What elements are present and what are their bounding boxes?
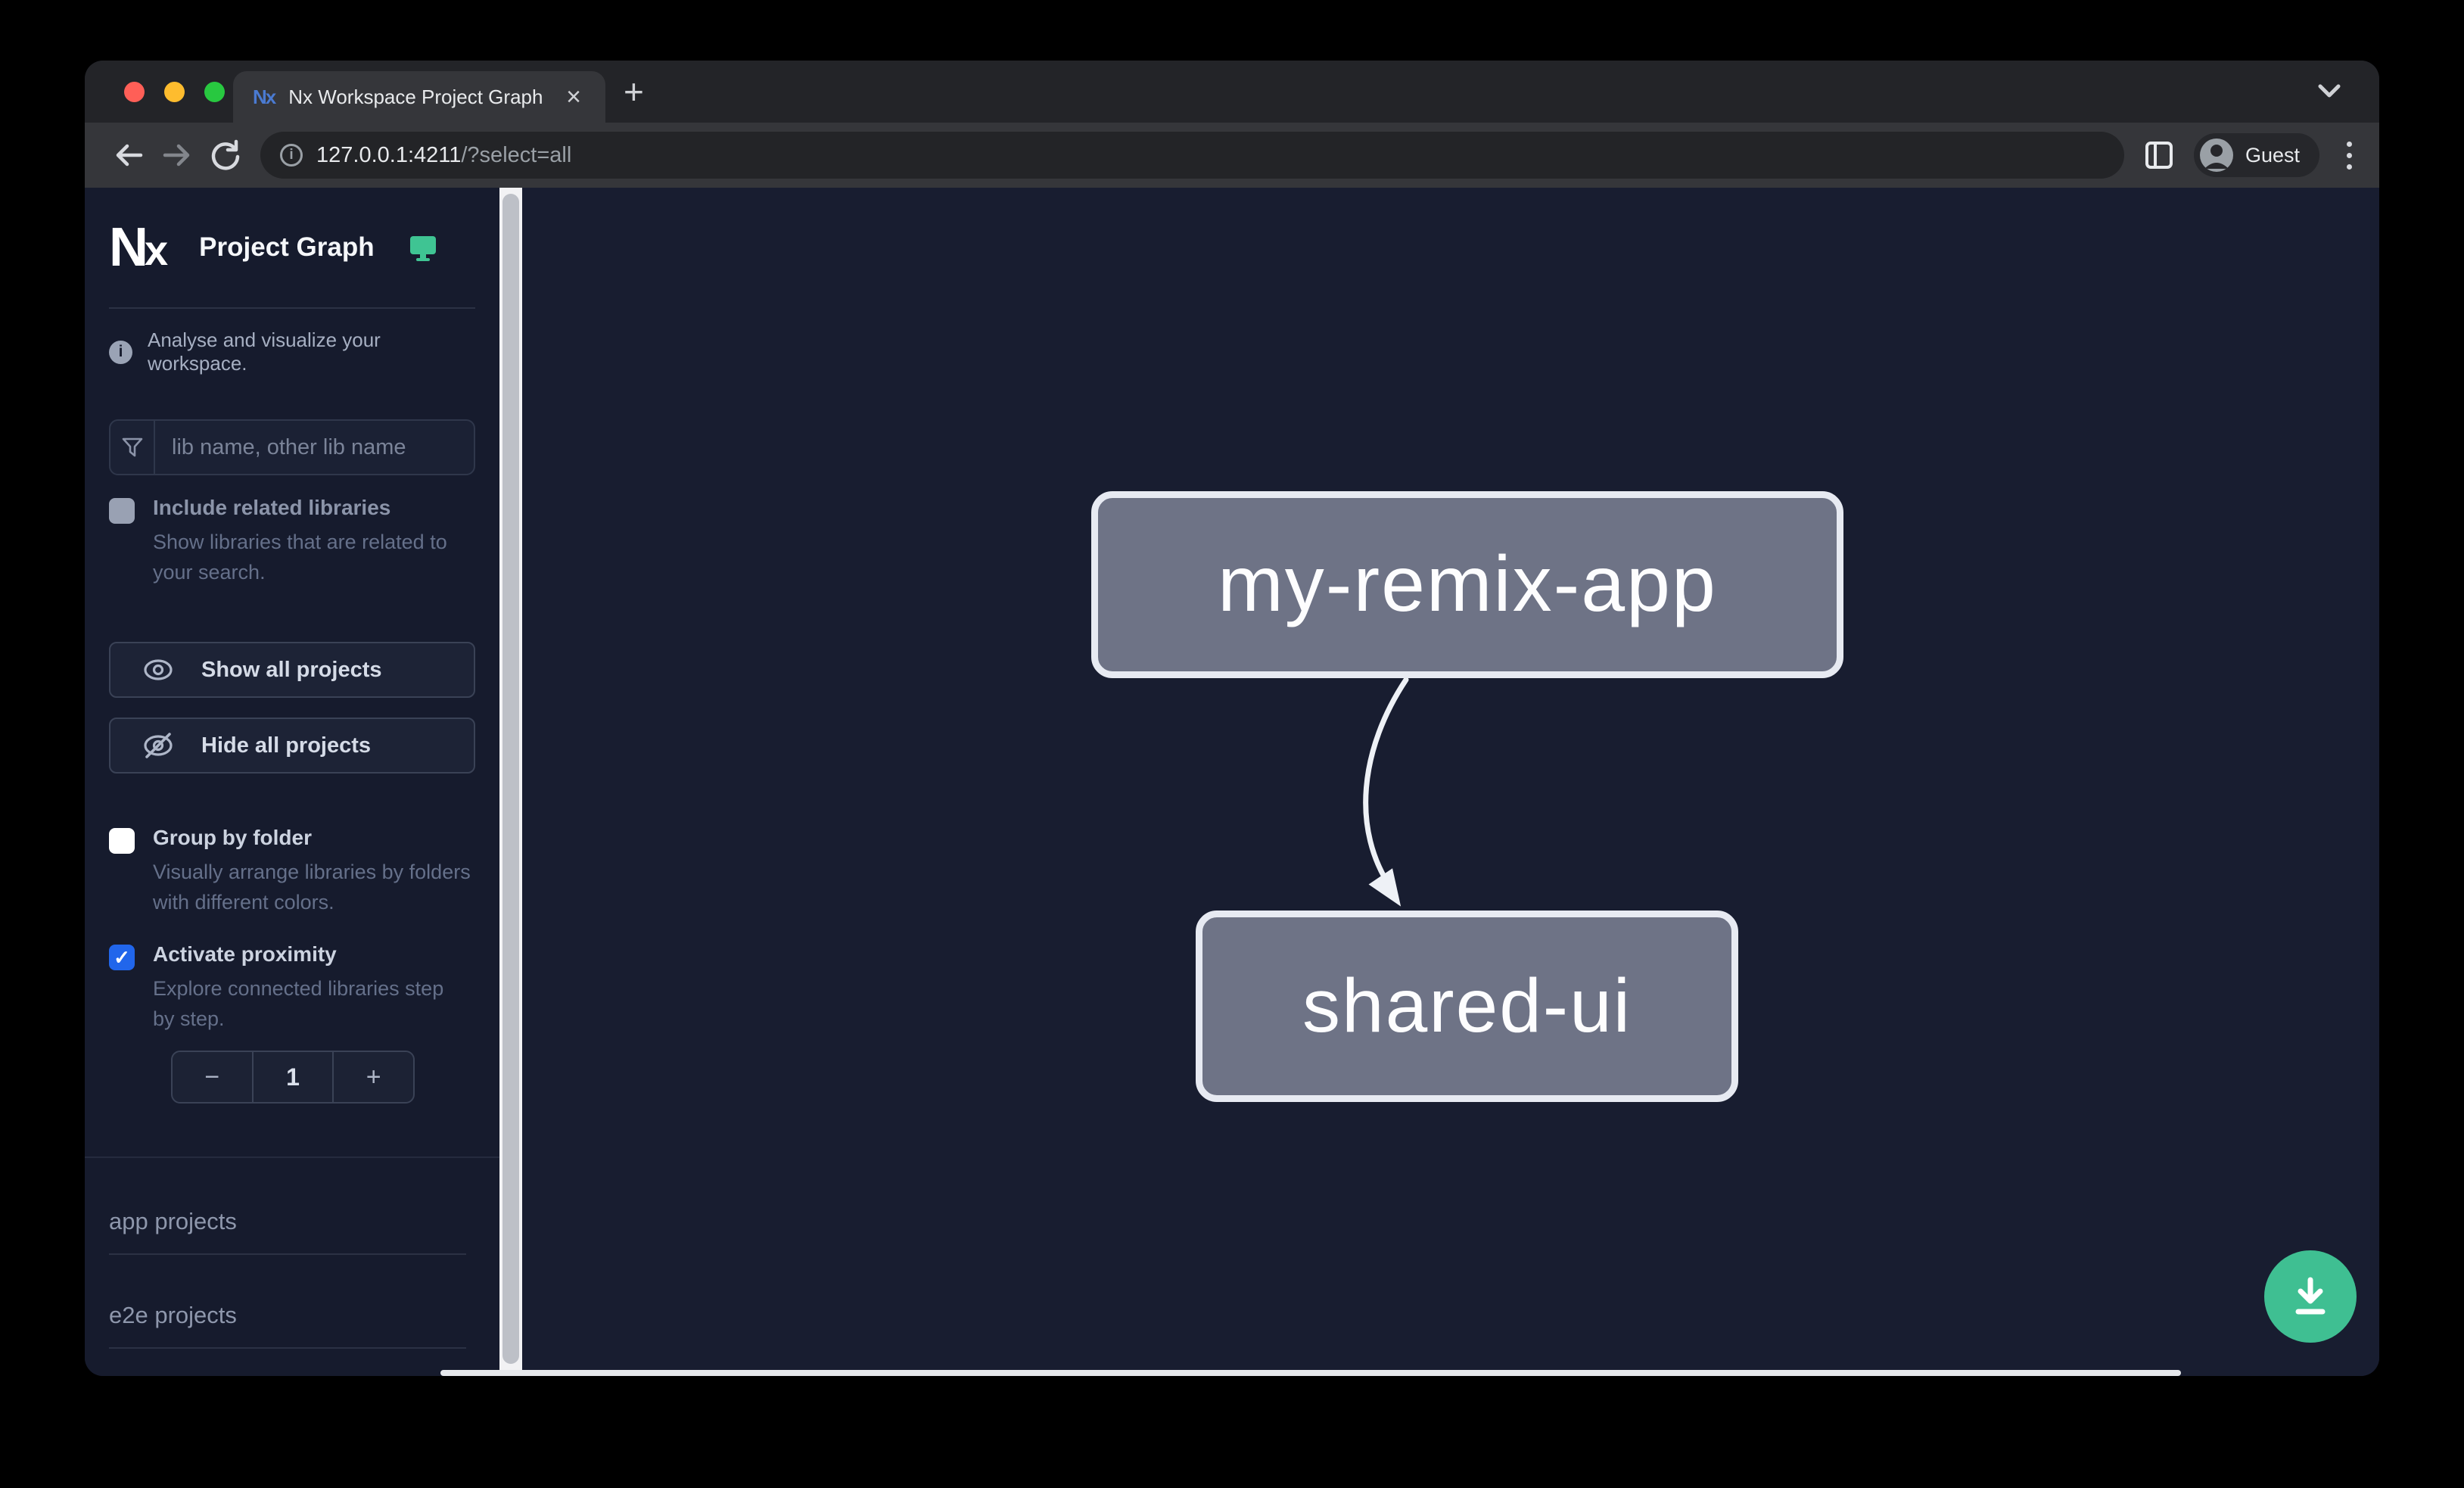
section-e2e-projects: e2e projects [109, 1302, 466, 1349]
browser-window: Nx Nx Workspace Project Graph × + i 127.… [85, 61, 2379, 1376]
profile-name: Guest [2245, 143, 2300, 167]
url-bar[interactable]: i 127.0.0.1:4211/?select=all [260, 132, 2124, 179]
filter-icon [110, 421, 155, 474]
back-button[interactable] [104, 131, 153, 179]
url-text: 127.0.0.1:4211/?select=all [316, 143, 571, 168]
hide-all-projects-label: Hide all projects [201, 733, 372, 758]
check-icon: ✓ [114, 945, 130, 969]
traffic-lights [124, 61, 225, 123]
minimize-window-button[interactable] [164, 81, 185, 102]
section-e2e-projects-heading[interactable]: e2e projects [109, 1302, 466, 1349]
eye-off-icon [144, 733, 173, 758]
include-related-checkbox[interactable] [109, 498, 135, 524]
include-related-option: Include related libraries Show libraries… [109, 496, 475, 588]
url-path: /?select=all [461, 142, 572, 167]
reload-button[interactable] [201, 131, 250, 179]
group-by-folder-option: Group by folder Visually arrange librari… [109, 826, 475, 918]
chevron-down-icon[interactable] [2314, 80, 2344, 103]
workspace-tagline-row: i Analyse and visualize your workspace. [109, 328, 475, 375]
info-icon: i [109, 340, 132, 364]
browser-toolbar: i 127.0.0.1:4211/?select=all Guest [85, 123, 2379, 188]
activate-proximity-description: Explore connected libraries step by step… [153, 976, 444, 1030]
include-related-label: Include related libraries [153, 496, 391, 519]
tab-nx-project-graph[interactable]: Nx Nx Workspace Project Graph × [233, 71, 605, 123]
dependency-edge [1363, 677, 1409, 907]
proximity-decrement-button[interactable]: − [204, 1062, 220, 1091]
download-graph-button[interactable] [2264, 1250, 2357, 1343]
close-window-button[interactable] [124, 81, 145, 102]
zoom-window-button[interactable] [204, 81, 225, 102]
group-by-folder-description: Visually arrange libraries by folders wi… [153, 860, 471, 914]
new-tab-button[interactable]: + [624, 72, 644, 111]
section-app-projects-heading[interactable]: app projects [109, 1208, 466, 1255]
tab-favicon-nx-icon: Nx [253, 85, 276, 108]
proximity-increment-button[interactable]: + [366, 1062, 381, 1091]
monitor-icon[interactable] [408, 232, 438, 263]
avatar [2199, 139, 2233, 172]
horizontal-scrollbar[interactable] [440, 1370, 2181, 1376]
show-all-projects-button[interactable]: Show all projects [109, 642, 475, 698]
vertical-scrollbar[interactable] [499, 188, 522, 1376]
vertical-scrollbar-thumb[interactable] [502, 194, 519, 1364]
graph-node-my-remix-app[interactable]: my-remix-app [1091, 491, 1843, 678]
url-host: 127.0.0.1:4211 [316, 142, 462, 167]
page-title: Project Graph [199, 232, 375, 262]
toolbar-right-cluster: Guest [2144, 133, 2360, 177]
tab-close-icon[interactable]: × [566, 82, 581, 111]
forward-button[interactable] [153, 131, 201, 179]
side-panel-icon[interactable] [2144, 140, 2174, 170]
tab-title: Nx Workspace Project Graph [288, 85, 543, 108]
group-by-folder-checkbox[interactable] [109, 828, 135, 854]
eye-icon [144, 659, 173, 680]
filter-search-box [109, 419, 475, 475]
workspace-tagline: Analyse and visualize your workspace. [148, 328, 381, 375]
site-info-icon[interactable]: i [280, 144, 303, 167]
section-app-projects: app projects [109, 1208, 466, 1255]
browser-menu-icon[interactable] [2339, 141, 2360, 170]
activate-proximity-option: ✓ Activate proximity Explore connected l… [109, 942, 475, 1035]
activate-proximity-label: Activate proximity [153, 942, 337, 966]
graph-canvas[interactable]: my-remix-app shared-ui [522, 188, 2379, 1376]
show-all-projects-label: Show all projects [201, 657, 382, 682]
proximity-stepper: − 1 + [171, 1051, 415, 1104]
tab-strip: Nx Nx Workspace Project Graph × + [85, 61, 2379, 123]
include-related-description: Show libraries that are related to your … [153, 530, 447, 584]
profile-button[interactable]: Guest [2193, 133, 2319, 177]
group-by-folder-label: Group by folder [153, 826, 312, 849]
proximity-value: 1 [251, 1052, 334, 1102]
sidebar-divider [85, 1156, 499, 1158]
download-icon [2295, 1277, 2326, 1315]
activate-proximity-checkbox[interactable]: ✓ [109, 945, 135, 970]
graph-node-shared-ui[interactable]: shared-ui [1196, 911, 1738, 1102]
search-input[interactable] [155, 434, 474, 460]
hide-all-projects-button[interactable]: Hide all projects [109, 718, 475, 774]
